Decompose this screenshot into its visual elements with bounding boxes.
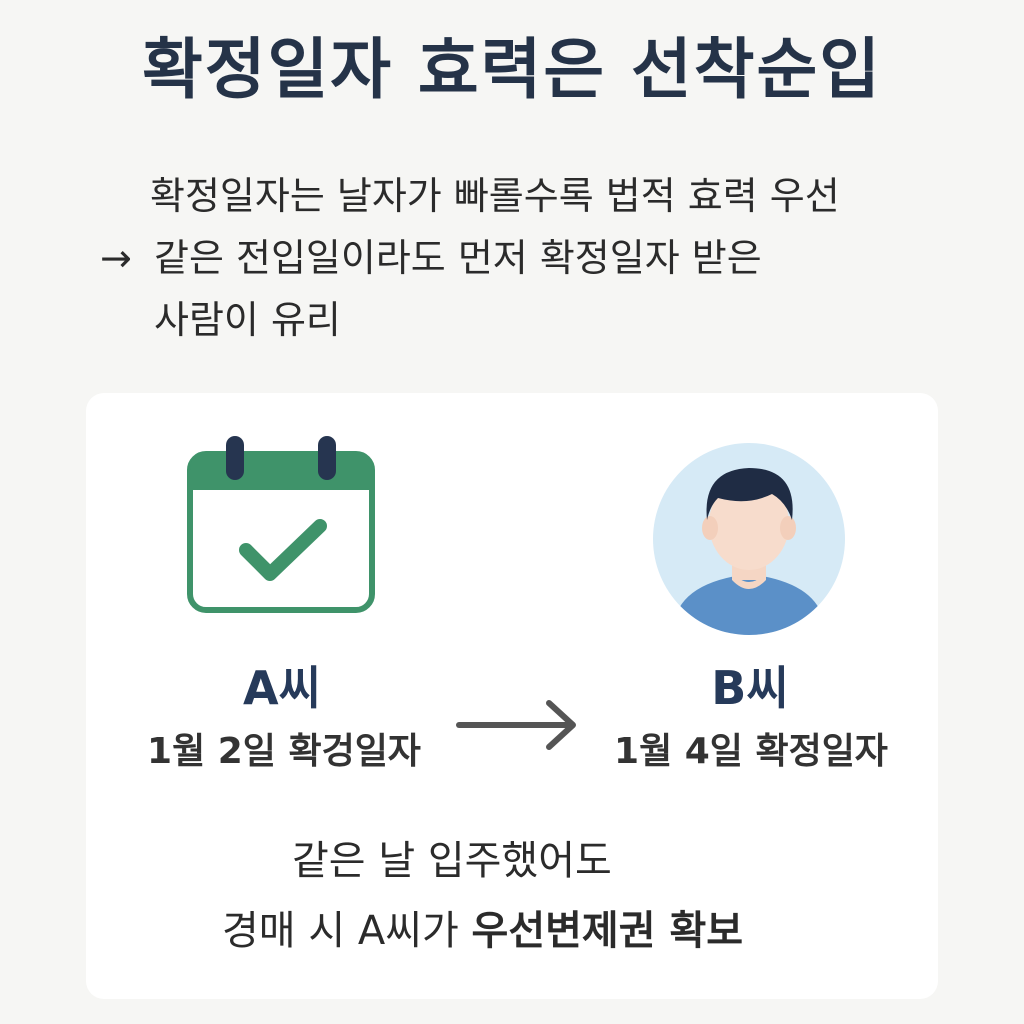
person-b-name: B씨 [711,661,789,715]
conclusion-prefix: 경매 시 A씨가 [222,908,472,954]
calendar-check-icon [187,436,375,613]
intro-line-2: → 같은 전입일이라도 먼저 확정일자 받은 [100,227,980,289]
page-title: 확정일자 효력은 선착순입 [142,31,882,108]
right-arrow-glyph: → [100,236,132,280]
person-a-name: A씨 [243,661,321,715]
conclusion-emphasis: 우선변제권 확보 [471,908,744,954]
person-b-date: 1월 4일 확정일자 [614,731,888,772]
intro-line-2-text: 같은 전입일이라도 먼저 확정일자 받은 [154,236,762,280]
conclusion-line-2: 경매 시 A씨가 우선변제권 확보 [0,898,1024,956]
intro-line-3: 사람이 유리 [154,298,341,342]
person-a-date: 1월 2일 확겅일자 [147,731,421,772]
intro-text: 확정일자는 날자가 빠롤수록 법적 효력 우선 → 같은 전입일이라도 먼저 확정… [100,165,980,351]
person-avatar-icon [653,443,845,635]
intro-line-1: 확정일자는 날자가 빠롤수록 법적 효력 우선 [150,174,840,218]
conclusion-line-1: 같은 날 입주했어도 [292,838,612,884]
right-arrow-icon [456,700,576,750]
